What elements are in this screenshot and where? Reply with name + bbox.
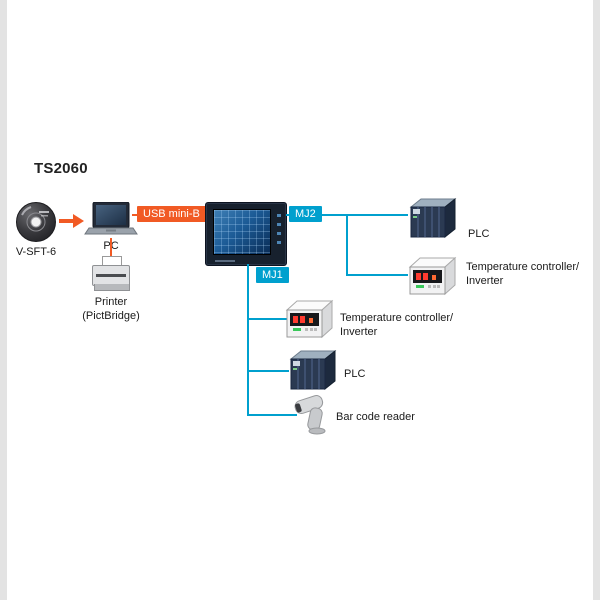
barcode-reader-icon (294, 395, 326, 435)
barcode-reader-label: Bar code reader (336, 411, 415, 423)
mj2-badge: MJ2 (289, 206, 322, 222)
temp-bottom-label-1: Temperature controller/ (340, 312, 454, 324)
printer-label-1: Printer (94, 296, 128, 308)
mj1-line-to-temp (247, 318, 287, 320)
mj1-line-to-plc (247, 370, 289, 372)
arrow-head-icon (73, 214, 84, 228)
hmi-screen (213, 209, 271, 255)
temperature-controller-icon-right (408, 256, 457, 296)
hmi-function-keys (277, 214, 281, 248)
left-edge-strip (0, 0, 7, 600)
arrow-icon (59, 219, 74, 223)
mj1-line-vertical (247, 264, 249, 416)
printer-cable-line (110, 238, 112, 262)
mj2-line-to-temp (346, 274, 408, 276)
cd-label: V-SFT-6 (15, 246, 57, 258)
right-edge-strip (593, 0, 600, 600)
hmi-touch-panel-icon (205, 202, 287, 266)
hmi-logo (215, 260, 235, 262)
printer-base (94, 284, 130, 291)
temp-right-label-1: Temperature controller/ (466, 261, 580, 273)
mj1-badge: MJ1 (256, 267, 289, 283)
diagram-title: TS2060 (34, 160, 88, 177)
mj2-line-vertical (346, 214, 348, 276)
mj1-line-to-barcode (247, 414, 297, 416)
cd-disc-icon (16, 202, 56, 242)
plc-bottom-label: PLC (344, 368, 366, 380)
plc-icon-right (409, 197, 457, 239)
temp-bottom-label-2: Inverter (340, 326, 378, 338)
printer-slit (96, 274, 126, 277)
plc-icon-bottom (289, 349, 337, 391)
laptop-icon (84, 202, 138, 235)
usb-mini-b-badge: USB mini-B (137, 206, 206, 222)
temp-right-label-2: Inverter (466, 275, 504, 287)
temperature-controller-icon-bottom (285, 299, 334, 339)
printer-label-2: (PictBridge) (82, 310, 140, 322)
plc-right-label: PLC (468, 228, 490, 240)
printer-icon (92, 256, 130, 292)
